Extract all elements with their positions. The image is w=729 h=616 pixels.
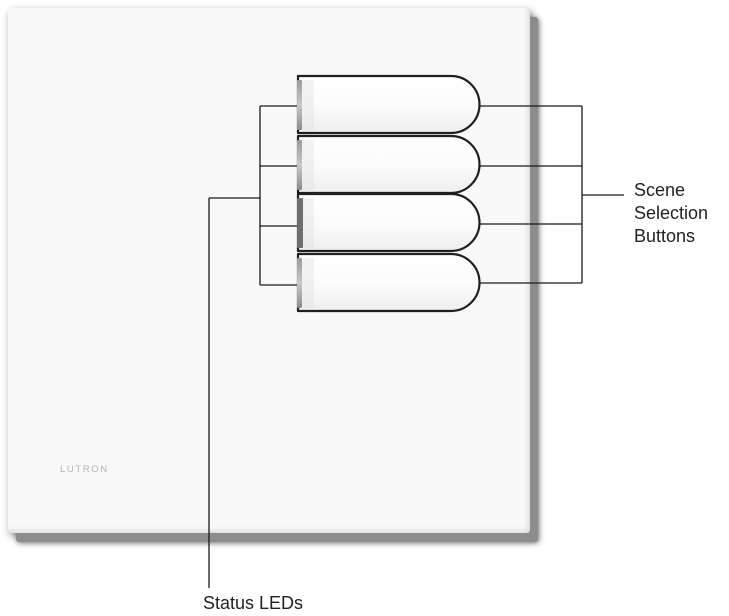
status-leds-label: Status LEDs — [203, 593, 304, 613]
scene-label-line-2: Selection — [634, 203, 709, 223]
scene-button-4[interactable] — [296, 252, 481, 313]
scene-button-3[interactable] — [296, 192, 481, 253]
scene-label-line-3: Buttons — [634, 226, 696, 246]
scene-buttons — [296, 74, 481, 313]
lutron-logo: LUTRON — [60, 464, 109, 475]
scene-label-line-1: Scene — [634, 180, 686, 200]
scene-selection-buttons-label: Scene Selection Buttons — [634, 179, 708, 248]
status-led-4 — [297, 258, 302, 308]
status-led-3 — [297, 198, 303, 248]
scene-button-2[interactable] — [296, 134, 481, 195]
status-led-2 — [297, 140, 302, 190]
status-led-1 — [297, 80, 302, 130]
scene-buttons-leader-lines — [479, 105, 624, 284]
status-leds-leader-lines — [208, 105, 297, 588]
scene-button-1[interactable] — [296, 74, 481, 135]
